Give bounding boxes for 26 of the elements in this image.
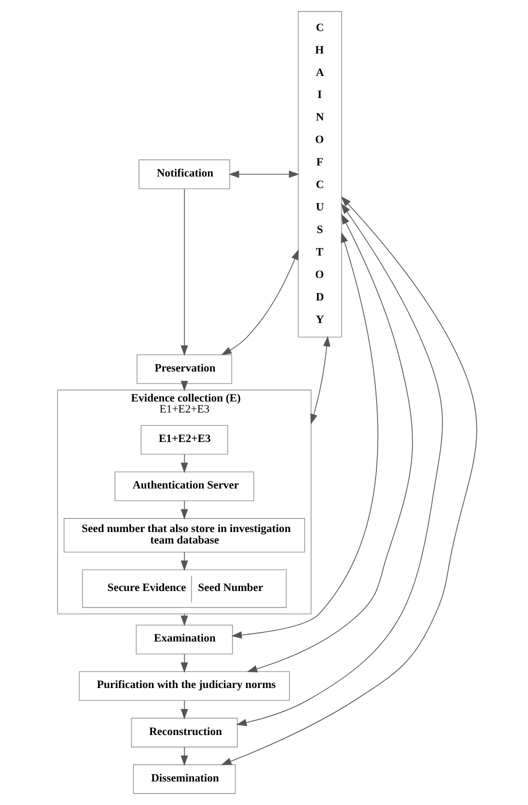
node-box: C H A I N O F C U S T O D Y — [298, 11, 342, 338]
arrow — [180, 380, 188, 392]
arrow — [180, 500, 188, 520]
arrow — [180, 654, 188, 673]
node-box: E1+E2+E3 — [140, 424, 228, 455]
arrow — [180, 454, 188, 474]
node-box: Reconstruction — [131, 718, 238, 748]
arrow — [231, 232, 378, 639]
arrow — [246, 214, 413, 672]
arrow — [180, 188, 188, 356]
arrow — [180, 746, 188, 766]
node-box: Dissemination — [133, 764, 236, 794]
node-box: Seed number that also store in investigation team database — [64, 518, 306, 552]
node-box: Notification — [138, 159, 230, 190]
arrow — [221, 249, 299, 356]
node-box: Purification with the judiciary norms — [78, 671, 290, 701]
arrow — [180, 700, 188, 720]
arrow — [220, 196, 477, 766]
node-box: Examination — [136, 624, 233, 654]
arrow — [228, 170, 300, 178]
node-box: Secure Evidence Seed Number — [82, 569, 287, 608]
arrow — [180, 552, 188, 571]
arrow — [236, 203, 443, 726]
arrow — [180, 613, 188, 626]
arrow — [310, 336, 330, 424]
node-box: Authentication Server — [114, 472, 254, 502]
